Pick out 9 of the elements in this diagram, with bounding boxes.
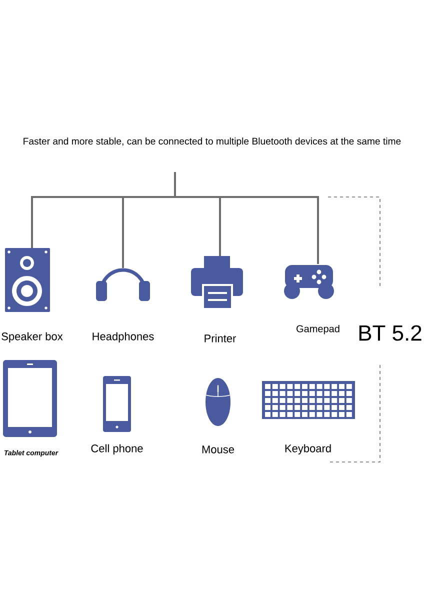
- device-label: Gamepad: [296, 324, 340, 334]
- device-label: Cell phone: [91, 444, 143, 454]
- device-label: Mouse: [202, 446, 234, 454]
- device-label: Keyboard: [285, 444, 331, 454]
- device-label: Headphones: [92, 332, 154, 342]
- device-label: Speaker box: [2, 332, 63, 342]
- title: Faster and more stable, can be connected to multiple Bluetooth devices at the same time: [24, 138, 401, 146]
- device-label: Printer: [204, 334, 236, 342]
- version-label: BT 5.2: [359, 325, 422, 341]
